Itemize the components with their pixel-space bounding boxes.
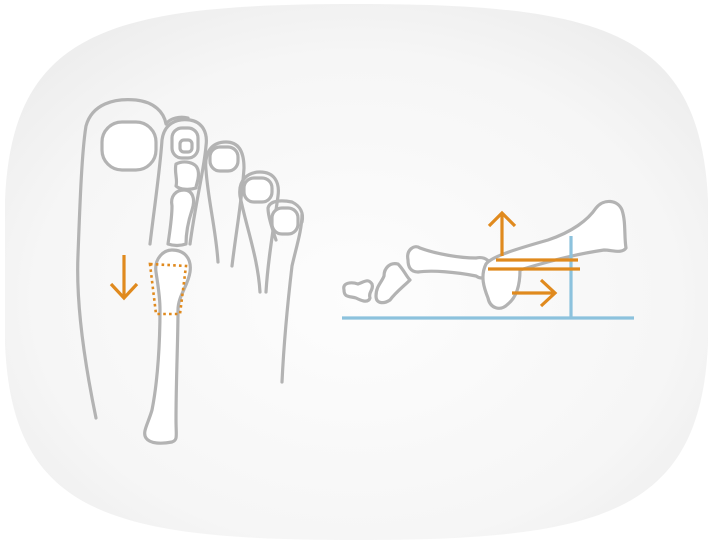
fourth-toe-nail-icon <box>244 178 272 202</box>
second-toe-phalanx-middle <box>175 162 198 189</box>
third-toe-nail-icon <box>210 147 238 171</box>
second-toe-phalanx-inner <box>180 140 192 152</box>
background-panel <box>5 4 708 540</box>
fifth-toe-nail-icon <box>272 208 298 234</box>
big-toe-nail-icon <box>102 122 156 170</box>
